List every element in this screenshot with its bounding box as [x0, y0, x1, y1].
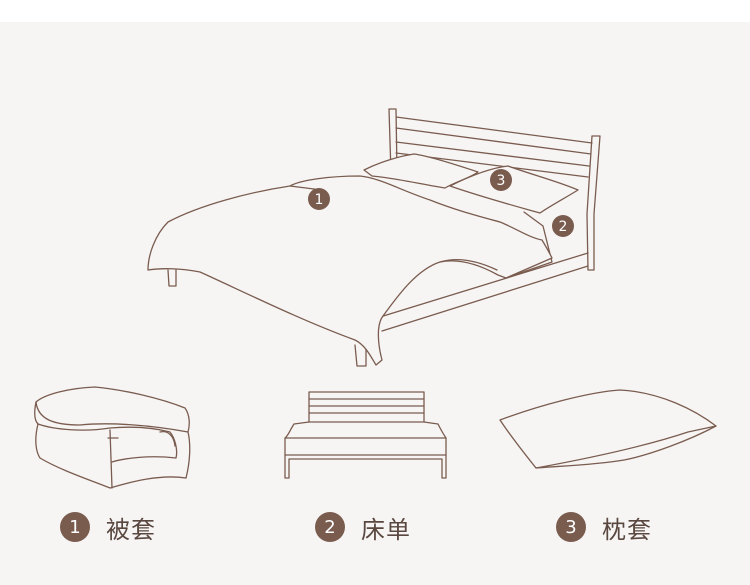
- marker-sheet: 2: [552, 215, 574, 237]
- marker-duvet-number: 1: [315, 192, 324, 208]
- legend-label: 床单: [361, 515, 411, 544]
- folded-duvet-drawing: [34, 386, 191, 489]
- legend-number: 3: [556, 512, 586, 542]
- pillow-right: [449, 165, 579, 214]
- headboard: [388, 108, 601, 271]
- bed-leg-front: [354, 344, 367, 367]
- legend-item-bed-sheet: 2 床单: [315, 510, 411, 544]
- legend-item-pillowcase: 3 枕套: [556, 510, 652, 544]
- bed-sheet-drawing: [284, 391, 447, 479]
- duvet: [147, 175, 553, 366]
- legend-number: 1: [60, 512, 90, 542]
- legend-label: 枕套: [602, 515, 652, 544]
- pillow-left: [363, 153, 479, 189]
- marker-pillowcase-number: 3: [497, 173, 506, 189]
- marker-duvet: 1: [308, 188, 330, 210]
- pillowcase-drawing: [499, 389, 717, 469]
- marker-pillowcase: 3: [490, 169, 512, 191]
- bed-drawing: [147, 108, 601, 367]
- legend-label: 被套: [106, 515, 156, 544]
- marker-sheet-number: 2: [559, 219, 568, 235]
- legend-item-duvet-cover: 1 被套: [60, 510, 156, 544]
- legend-number: 2: [315, 512, 345, 542]
- bed-leg-back: [167, 269, 177, 287]
- bed-frame-rail: [379, 252, 589, 332]
